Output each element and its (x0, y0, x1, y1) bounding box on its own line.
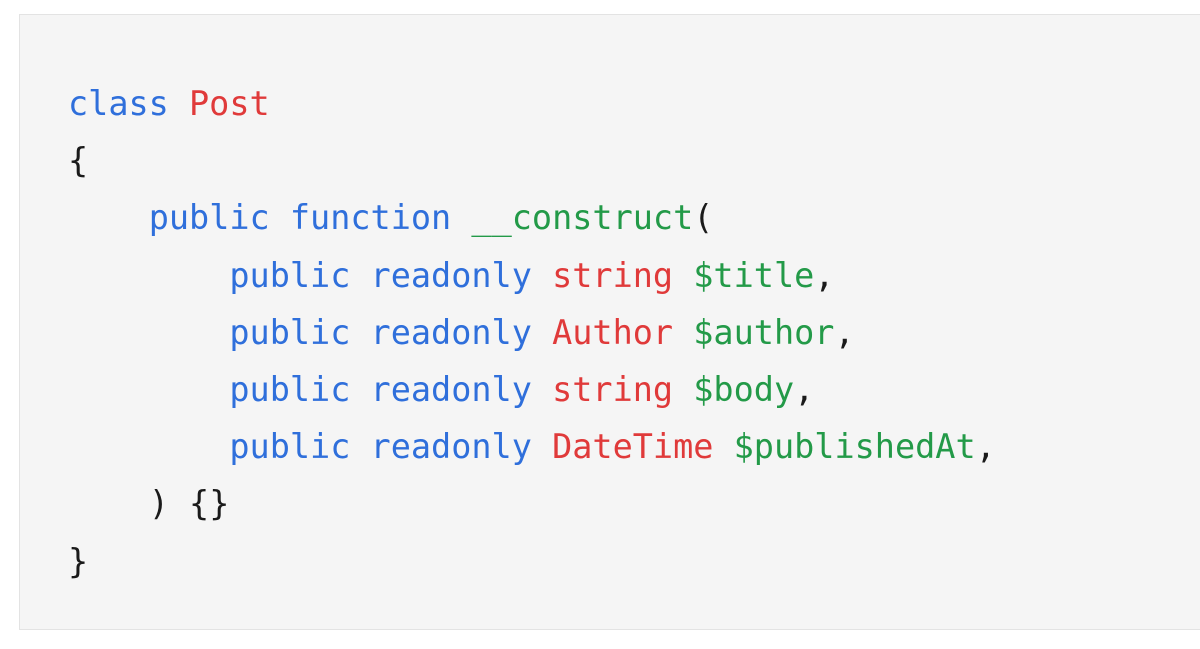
code-variable: $publishedAt (733, 427, 976, 467)
code-keyword: public (229, 312, 351, 352)
code-function-name: __construct (471, 198, 694, 238)
code-keyword: public (229, 427, 351, 467)
code-keyword: class (68, 84, 169, 123)
code-indent (68, 370, 229, 409)
code-punctuation: , (834, 312, 855, 352)
code-indent (350, 256, 370, 295)
code-punctuation: , (794, 369, 815, 409)
code-keyword: function (289, 198, 452, 238)
code-punctuation: { (68, 141, 89, 181)
code-type: string (552, 369, 674, 409)
code-type: Author (552, 312, 674, 352)
code-punctuation: , (975, 427, 996, 467)
code-indent (532, 313, 552, 352)
code-punctuation: , (814, 255, 835, 295)
code-line: public readonly string $body, (68, 361, 996, 418)
code-indent (673, 370, 693, 409)
code-indent (350, 427, 370, 466)
code-keyword: public (148, 198, 270, 238)
code-line: ) {} (68, 475, 996, 532)
code-line: } (68, 533, 996, 590)
code-variable: $author (693, 312, 835, 352)
code-indent (68, 427, 229, 466)
code-line: { (68, 132, 996, 189)
code-punctuation: } (68, 541, 89, 581)
code-keyword: public (229, 255, 351, 295)
code-punctuation: ) {} (148, 484, 230, 524)
code-type: string (552, 255, 674, 295)
code-line: class Post (68, 75, 996, 132)
code-keyword: readonly (370, 369, 532, 409)
code-variable: $body (693, 369, 795, 409)
code-block: class Post { public function __construct(… (19, 14, 1200, 630)
code-indent (673, 256, 693, 295)
code-indent (68, 313, 229, 352)
code-type: Post (189, 84, 270, 123)
code-indent (169, 84, 189, 123)
code-indent (673, 313, 693, 352)
code-indent (350, 313, 370, 352)
code-indent (532, 427, 552, 466)
code-keyword: readonly (370, 427, 532, 467)
code-keyword: public (229, 369, 351, 409)
code-indent (532, 256, 552, 295)
code-line: public function __construct( (68, 189, 996, 246)
code-indent (270, 198, 290, 237)
code-indent (350, 370, 370, 409)
code-variable: $title (693, 255, 815, 295)
code-line: public readonly Author $author, (68, 304, 996, 361)
code-indent (68, 256, 229, 295)
code-indent (713, 427, 733, 466)
code-line: public readonly DateTime $publishedAt, (68, 418, 996, 475)
code-keyword: readonly (370, 255, 532, 295)
code-indent (532, 370, 552, 409)
code-line: public readonly string $title, (68, 247, 996, 304)
code-indent (68, 484, 149, 523)
code-punctuation: ( (693, 198, 714, 238)
code-indent (68, 198, 149, 237)
code-indent (451, 198, 471, 237)
code-keyword: readonly (370, 312, 532, 352)
code-listing: class Post { public function __construct(… (68, 75, 996, 590)
code-type: DateTime (552, 427, 714, 467)
